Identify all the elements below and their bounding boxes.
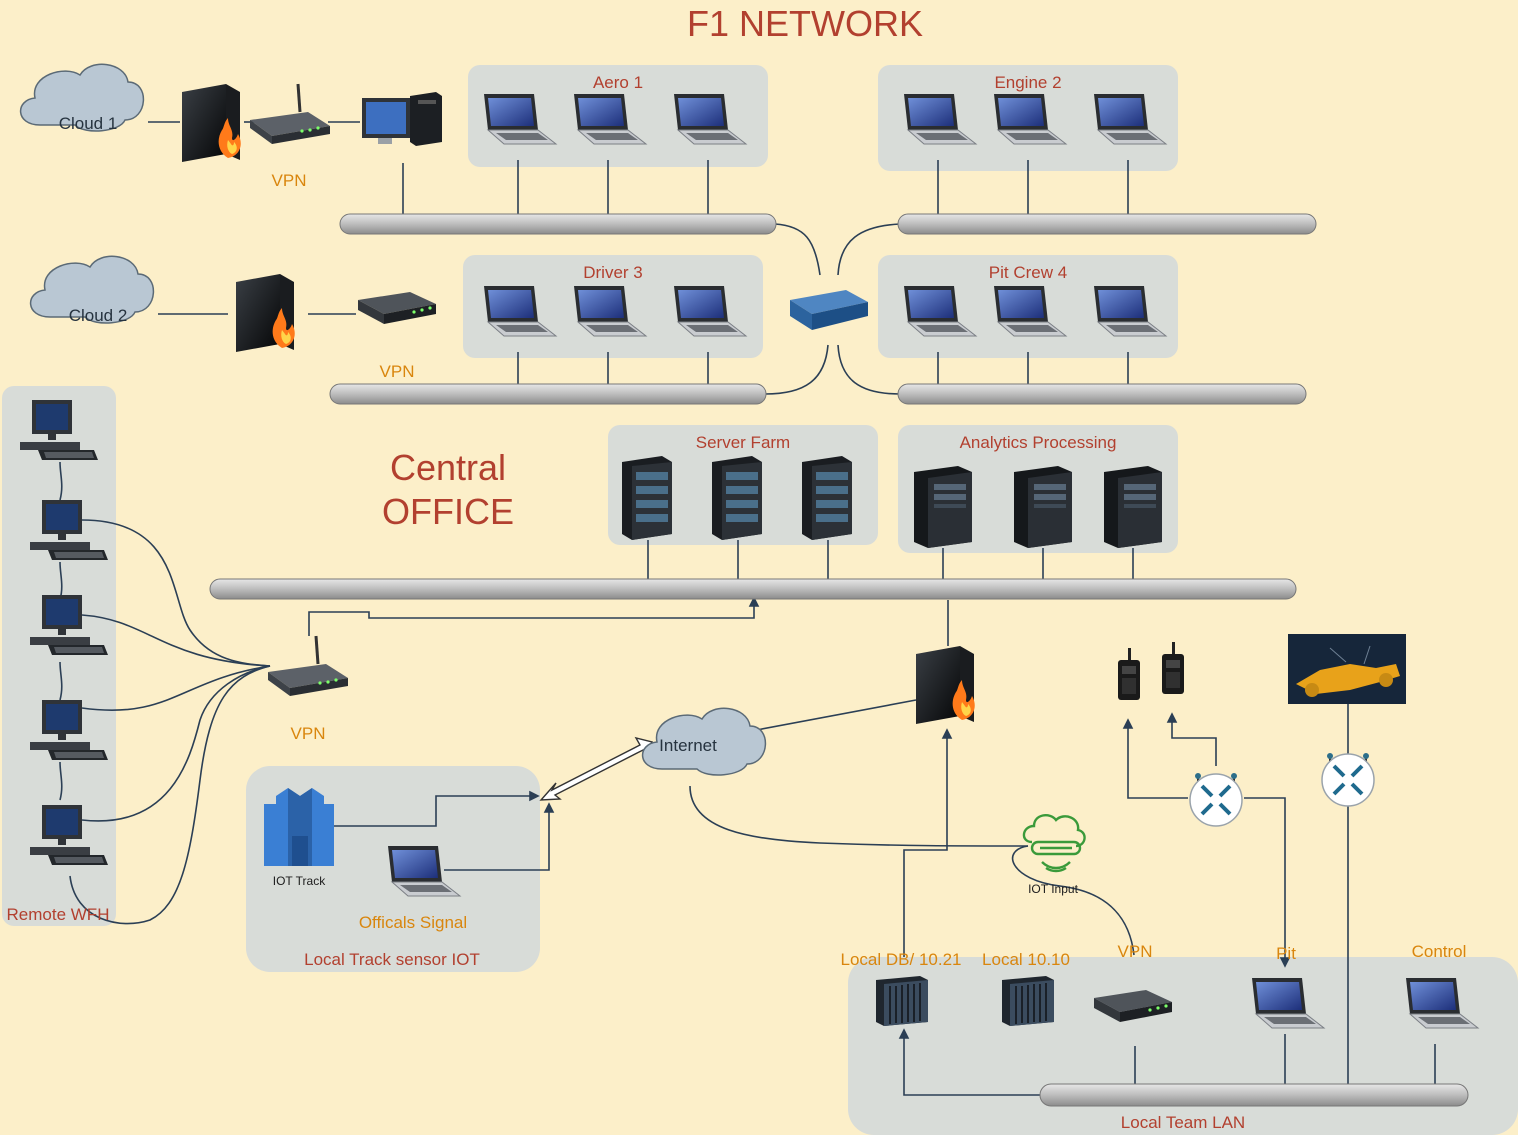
panel-remote-wfh <box>2 386 116 926</box>
group-label-team-lan: Local Team LAN <box>1121 1113 1245 1132</box>
cloud-label: Cloud 1 <box>59 114 118 133</box>
firewall-icon <box>236 274 295 352</box>
cloud-icon <box>19 63 145 132</box>
firewall-icon <box>182 84 241 162</box>
connections <box>59 121 1436 1096</box>
page-title: F1 NETWORK <box>687 3 923 44</box>
iot-track-label: IOT Track <box>273 874 326 888</box>
firewall-icon <box>916 646 975 724</box>
wireless-router-icon <box>1320 751 1376 808</box>
walkie-talkie-icon <box>1162 642 1184 694</box>
iot-gateway-icon <box>1022 814 1086 873</box>
server-rack-icon <box>875 975 929 1027</box>
pit-label: Pit <box>1276 944 1296 963</box>
vpn-label: VPN <box>272 171 307 190</box>
tower-server-icon <box>1104 466 1162 548</box>
officials-signal-label: Officals Signal <box>359 913 467 932</box>
aws-iot-icon <box>264 788 334 866</box>
bus-top-right <box>897 213 1317 235</box>
group-label-driver: Driver 3 <box>583 263 643 282</box>
group-label-remote-wfh: Remote WFH <box>7 905 110 924</box>
iot-input-label: IOT Input <box>1028 882 1078 896</box>
tower-server-icon <box>914 466 972 548</box>
vpn-label: VPN <box>380 362 415 381</box>
server-rack-icon <box>802 456 852 540</box>
router-icon <box>248 82 332 146</box>
bus-top-left <box>339 213 777 235</box>
router-icon <box>358 292 436 324</box>
f1-car-image <box>1288 634 1406 704</box>
control-label: Control <box>1412 942 1467 961</box>
tower-server-icon <box>1014 466 1072 548</box>
walkie-talkie-icon <box>1118 648 1140 700</box>
group-label-engine: Engine 2 <box>994 73 1061 92</box>
cloud-icon <box>641 707 767 776</box>
central-office-label: Central <box>390 447 506 488</box>
cloud-icon <box>29 255 155 324</box>
central-office-label: OFFICE <box>382 491 514 532</box>
vpn-label: VPN <box>291 724 326 743</box>
track-to-internet-arrow <box>539 736 654 801</box>
bus-team-lan <box>1039 1083 1469 1107</box>
group-label-aero: Aero 1 <box>593 73 643 92</box>
group-label-pit-crew: Pit Crew 4 <box>989 263 1067 282</box>
server-rack-icon <box>1001 975 1055 1027</box>
bus-pipes <box>209 213 1469 1107</box>
bus-mid-right <box>897 383 1307 405</box>
switch-icon <box>790 290 868 330</box>
group-label-analytics: Analytics Processing <box>960 433 1117 452</box>
server-rack-icon <box>622 456 672 540</box>
server-rack-icon <box>712 456 762 540</box>
bus-mid-left <box>329 383 767 405</box>
cloud-label: Internet <box>659 736 717 755</box>
cloud-label: Cloud 2 <box>69 306 128 325</box>
wireless-router-icon <box>1188 771 1244 828</box>
router-icon <box>266 634 350 698</box>
local-db-label: Local DB/ 10.21 <box>841 950 962 969</box>
group-label-track-iot: Local Track sensor IOT <box>304 950 480 969</box>
desktop-icon <box>362 92 442 146</box>
group-label-server-farm: Server Farm <box>696 433 790 452</box>
vpn-label: VPN <box>1118 942 1153 961</box>
local-1010-label: Local 10.10 <box>982 950 1070 969</box>
bus-central <box>209 578 1297 600</box>
